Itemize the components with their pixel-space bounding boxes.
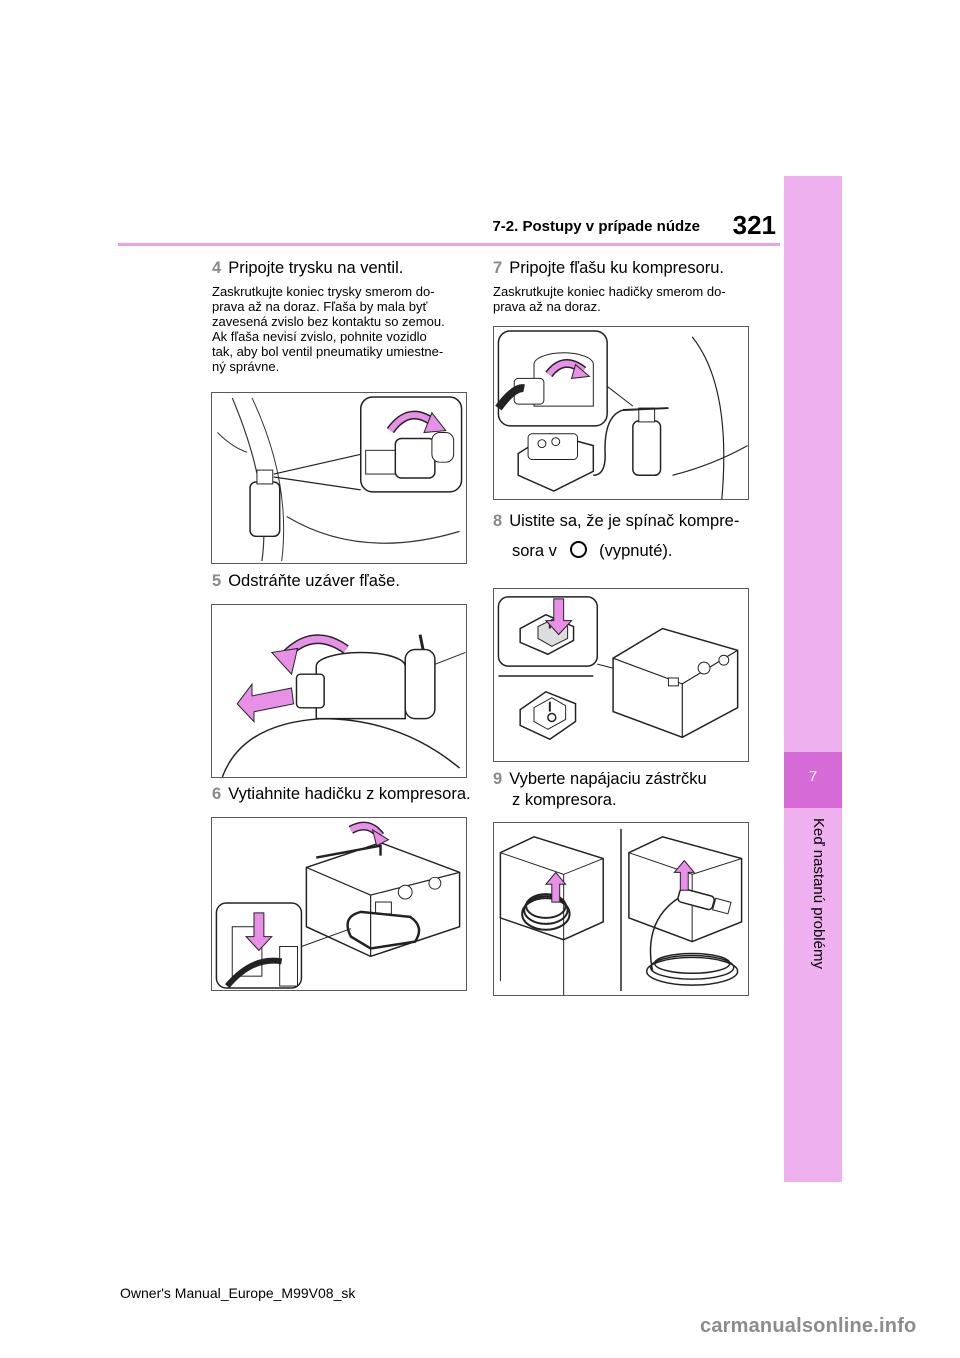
step-text: Vyberte napájaciu zástrčku xyxy=(509,770,707,788)
illustration-connect-nozzle xyxy=(217,396,463,562)
chapter-number-box xyxy=(784,752,842,808)
step-number: 8 xyxy=(493,512,503,530)
step-7-note: Zaskrutkujte koniec hadičky smerom do- p… xyxy=(493,284,726,314)
step-number: 7 xyxy=(493,259,503,277)
step-4-note: Zaskrutkujte koniec trysky smerom do- pr… xyxy=(212,284,445,374)
step-text: Vytiahnite hadičku z kompresora. xyxy=(228,785,471,803)
footer-manual-id: Owner's Manual_Europe_M99V08_sk xyxy=(120,1285,356,1301)
step-number: 9 xyxy=(493,770,503,788)
step-number: 4 xyxy=(212,259,222,277)
figure-switch-off xyxy=(493,588,749,762)
illustration-switch-off xyxy=(497,596,739,741)
chapter-title: Keď nastanú problémy xyxy=(810,818,827,969)
step-text: (vypnuté). xyxy=(599,542,673,560)
step-6-title: 6 Vytiahnite hadičku z kompresora. xyxy=(212,784,482,804)
illustration-remove-plug xyxy=(499,828,743,995)
figure-connect-nozzle xyxy=(211,392,467,564)
header-divider xyxy=(118,243,780,246)
illustration-pull-hose xyxy=(215,821,461,989)
watermark: carmanualsonline.info xyxy=(700,1315,917,1337)
step-text: Pripojte trysku na ventil. xyxy=(228,259,404,277)
step-number: 6 xyxy=(212,785,222,803)
illustration-remove-cap xyxy=(221,634,466,777)
step-text: sora v xyxy=(512,542,557,560)
step-7-title: 7 Pripojte fľašu ku kompresoru. xyxy=(493,258,763,278)
step-9-title-line2: z kompresora. xyxy=(512,791,617,809)
off-symbol-icon xyxy=(569,541,587,558)
step-4-title: 4 Pripojte trysku na ventil. xyxy=(212,258,472,278)
illustration-connect-bottle xyxy=(495,330,748,499)
step-number: 5 xyxy=(212,572,222,590)
figure-pull-hose xyxy=(211,817,467,991)
chapter-side-tab xyxy=(784,176,842,1182)
step-8-title: 8 Uistite sa, že je spínač kompre- xyxy=(493,511,763,531)
step-9-title: 9 Vyberte napájaciu zástrčku xyxy=(493,769,763,789)
section-title: 7-2. Postupy v prípade núdze xyxy=(492,218,700,235)
figure-connect-bottle xyxy=(493,326,749,500)
step-8-title-line2: sora v (vypnuté). xyxy=(512,541,772,561)
step-text: Uistite sa, že je spínač kompre- xyxy=(509,512,740,530)
step-text: Pripojte fľašu ku kompresoru. xyxy=(509,259,725,277)
figure-remove-plug xyxy=(493,822,749,996)
step-text: Odstráňte uzáver fľaše. xyxy=(228,572,400,590)
chapter-number: 7 xyxy=(808,768,818,785)
step-5-title: 5 Odstráňte uzáver fľaše. xyxy=(212,571,472,591)
figure-remove-cap xyxy=(211,604,467,778)
page-number: 321 xyxy=(732,210,776,240)
